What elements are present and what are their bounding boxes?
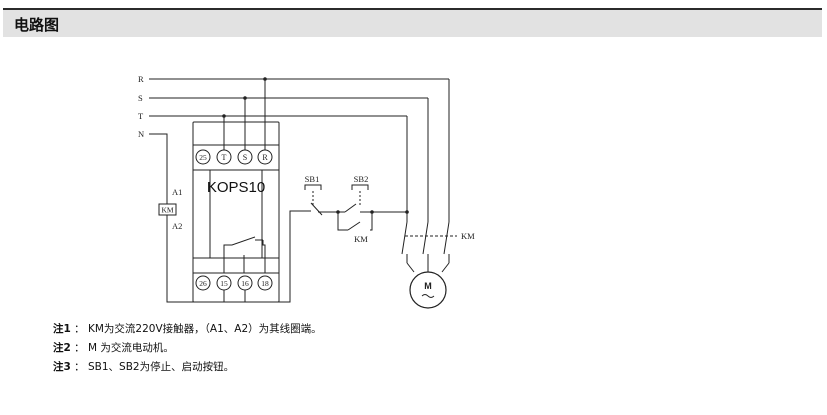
km-main-contact-2 [422, 221, 429, 255]
label-n: N [138, 129, 144, 139]
relay-internal-contact [223, 236, 256, 273]
coil-a1-label: A1 [172, 187, 182, 197]
terminal-18 [257, 275, 273, 291]
sb1-label: SB1 [305, 174, 320, 184]
motor [409, 271, 447, 309]
bottom-terminal-label-4: 18 [261, 279, 269, 288]
km-main-label: KM [461, 231, 475, 241]
note-3: 注3 ： SB1、SB2为停止、启动按钮。 [53, 358, 322, 377]
bottom-terminal-label-2: 15 [220, 279, 228, 288]
section-header: 电路图 [3, 8, 822, 37]
control-wire-16 [244, 210, 296, 303]
terminal-s [237, 149, 253, 165]
label-s: S [138, 93, 143, 103]
sb2-label: SB2 [354, 174, 369, 184]
motor-ac-symbol [421, 294, 435, 298]
top-terminal-label-3: S [243, 153, 247, 162]
terminal-r [257, 149, 273, 165]
notes: 注1 ： KM为交流220V接触器，（A1、A2）为其线圈端。 注2 ： M 为… [53, 320, 322, 377]
note-2-text: ： M 为交流电动机。 [70, 342, 174, 354]
km-aux-label: KM [354, 234, 368, 244]
terminal-16 [237, 275, 253, 291]
coil-label: KM [161, 206, 173, 215]
note-2: 注2 ： M 为交流电动机。 [53, 339, 322, 358]
top-terminal-label-4: R [262, 153, 268, 162]
note-1-text: ： KM为交流220V接触器，（A1、A2）为其线圈端。 [70, 323, 322, 335]
line-n [149, 133, 168, 203]
note-1: 注1 ： KM为交流220V接触器，（A1、A2）为其线圈端。 [53, 320, 322, 339]
section-title: 电路图 [14, 17, 60, 34]
bottom-terminal-label-1: 26 [199, 279, 207, 288]
coil-a2-label: A2 [172, 221, 182, 231]
label-r: R [138, 74, 144, 84]
km-main-contact-3 [443, 221, 450, 255]
km-main-contact-1 [401, 221, 408, 255]
note-3-label: 注3 [53, 361, 71, 373]
bottom-terminal-label-3: 16 [241, 279, 249, 288]
top-terminal-label-1: 25 [199, 153, 207, 162]
top-terminal-label-2: T [222, 153, 227, 162]
label-t: T [138, 111, 144, 121]
terminal-25 [195, 149, 211, 165]
terminal-15 [216, 275, 232, 291]
relay-body [192, 121, 280, 303]
relay-model: KOPS10 [207, 179, 265, 196]
note-3-text: ： SB1、SB2为停止、启动按钮。 [70, 361, 235, 373]
terminal-t [216, 149, 232, 165]
motor-label: M [424, 281, 432, 291]
note-2-label: 注2 [53, 342, 71, 354]
terminal-26 [195, 275, 211, 291]
note-1-label: 注1 [53, 323, 71, 335]
